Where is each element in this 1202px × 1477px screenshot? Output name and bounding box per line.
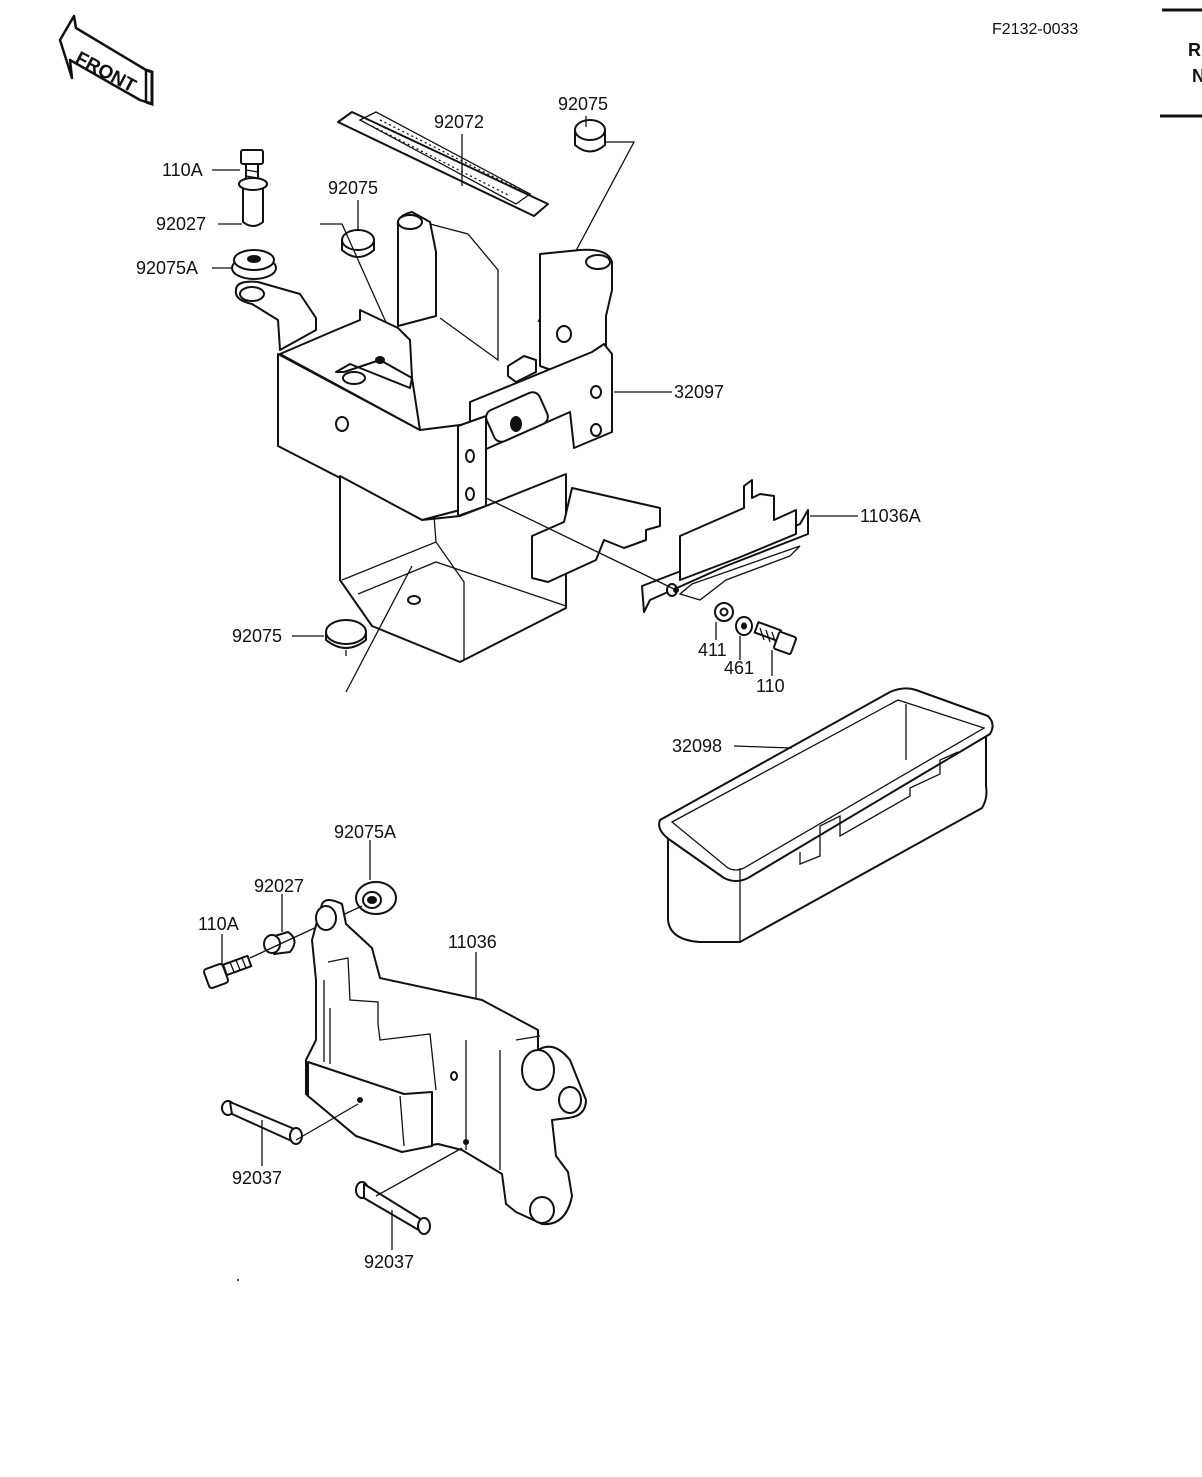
callout-92075-bottom: 92075	[232, 626, 282, 646]
callout-411: 411	[698, 640, 727, 660]
grommet-92075a-lower	[355, 881, 397, 915]
callout-110a-lower: 110A	[198, 914, 239, 934]
stray-dot	[237, 1279, 239, 1281]
callout-32097: 32097	[674, 382, 724, 402]
bolt-110	[753, 621, 797, 655]
callout-92075a-lower: 92075A	[334, 822, 396, 842]
callout-32098: 32098	[672, 736, 722, 756]
callout-92075-right: 92075	[558, 94, 608, 114]
washer-411	[714, 602, 734, 622]
battery-case-32097	[234, 211, 613, 663]
page-edge-fragment: R N	[1160, 8, 1202, 118]
pin-92037-left	[221, 1100, 303, 1145]
cover-11036	[305, 899, 587, 1226]
callout-92027-lower: 92027	[254, 876, 304, 896]
edge-letter-n: N	[1192, 66, 1202, 86]
callout-110: 110	[756, 676, 785, 696]
pin-92037-bottom	[355, 1181, 431, 1235]
rubber-plug-92075-bottom	[325, 619, 367, 656]
rubber-plug-92075-right	[574, 119, 606, 153]
callout-92027-top: 92027	[156, 214, 206, 234]
callout-92075-center: 92075	[328, 178, 378, 198]
callout-92037-left: 92037	[232, 1168, 282, 1188]
collar-92027-lower	[263, 931, 296, 955]
callout-11036: 11036	[448, 932, 497, 952]
bracket-11036a	[485, 479, 809, 613]
callout-92075a-top: 92075A	[136, 258, 198, 278]
grommet-92075a-top	[231, 249, 277, 280]
collar-92027-top	[238, 177, 268, 227]
callout-461: 461	[724, 658, 754, 678]
bolt-110a-lower	[203, 954, 253, 989]
edge-letter-r: R	[1188, 40, 1201, 60]
figure-code: F2132-0033	[992, 21, 1078, 38]
callout-92072: 92072	[434, 112, 484, 132]
strap-92072	[337, 111, 549, 217]
lock-washer-461	[735, 616, 753, 636]
callout-110a-top: 110A	[162, 160, 203, 180]
front-arrow-icon: FRONT	[58, 14, 154, 107]
callout-92037-bottom: 92037	[364, 1252, 414, 1272]
callout-11036a: 11036A	[860, 506, 921, 526]
battery-tray-32098	[658, 687, 994, 943]
